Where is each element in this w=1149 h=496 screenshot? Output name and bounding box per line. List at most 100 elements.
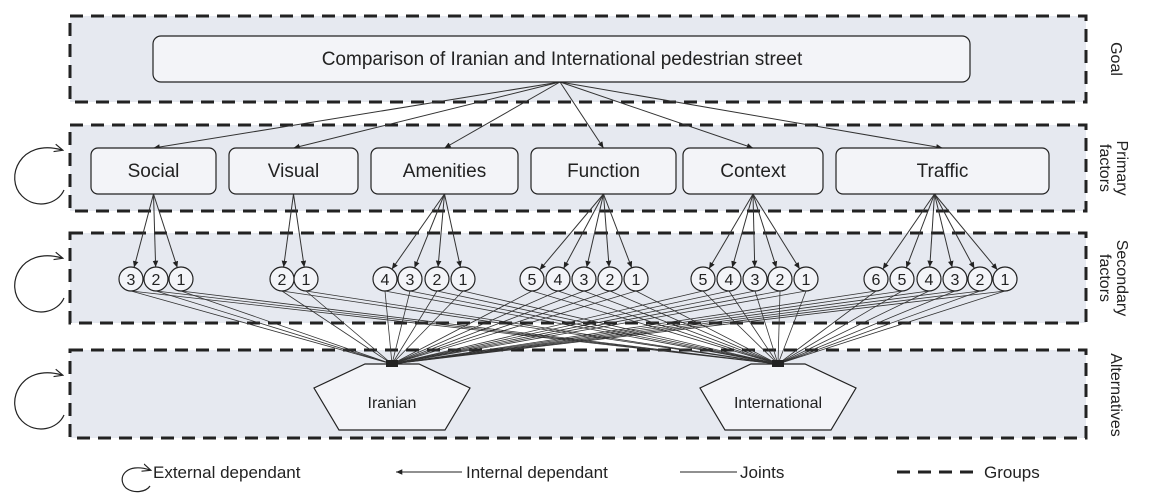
joint-line (391, 290, 464, 365)
goal-arrow-function (559, 81, 604, 149)
secondary-node-label: 2 (976, 272, 985, 289)
joint-line (391, 290, 730, 365)
goal-arrow-traffic (559, 81, 943, 150)
primary-to-secondary-arrow (414, 193, 445, 269)
legend-external-loop-icon (121, 468, 150, 493)
primary-to-secondary-arrow (927, 193, 935, 268)
secondary-node-function-3 (571, 266, 597, 292)
secondary-node-context-3 (742, 266, 768, 292)
primary-node-context (682, 147, 824, 195)
joint-line (391, 290, 611, 365)
joint-line (777, 290, 807, 365)
secondary-node-social-3 (118, 266, 144, 292)
joint-line (391, 290, 704, 365)
secondary-node-amenities-4 (372, 266, 398, 292)
secondary-group-border (68, 231, 1088, 325)
legend-internal-label: Internal dependant (466, 463, 608, 482)
alternatives-feedback-loop-icon (14, 373, 65, 430)
secondary-feedback-loop-icon (14, 256, 65, 313)
primary-node-label-traffic: Traffic (917, 161, 969, 182)
secondary-node-label: 1 (177, 272, 186, 289)
joint-line (281, 290, 779, 365)
joint-line (583, 290, 779, 365)
primary-to-secondary-arrow (152, 193, 159, 268)
secondary-node-label: 5 (898, 272, 907, 289)
joint-line (305, 290, 779, 365)
secondary-node-label: 2 (152, 272, 161, 289)
secondary-node-label: 4 (381, 272, 390, 289)
joint-line (436, 290, 779, 365)
primary-to-secondary-arrow (934, 193, 998, 271)
joint-line (409, 290, 779, 365)
legend-groups-label: Groups (984, 463, 1040, 482)
joint-line (155, 290, 393, 365)
primary-to-secondary-arrow (563, 193, 604, 269)
primary-node-label-social: Social (128, 161, 180, 182)
legend-external-label: External dependant (153, 463, 301, 482)
primary-to-secondary-arrow (603, 193, 612, 268)
goal-group-label: Goal (1107, 42, 1124, 76)
primary-to-secondary-arrow (585, 193, 604, 268)
goal-arrow-amenities (444, 81, 561, 149)
joint-line (777, 290, 956, 365)
primary-node-label-context: Context (720, 161, 786, 182)
primary-to-secondary-arrows (132, 193, 998, 271)
goal-arrow-social (153, 81, 561, 150)
secondary-node-label: 3 (751, 272, 760, 289)
primary-to-secondary-arrow (934, 193, 954, 268)
joint-line (391, 290, 438, 365)
secondary-node-traffic-5 (889, 266, 915, 292)
primary-to-secondary-arrow (281, 193, 294, 268)
alternative-joint-hub (772, 360, 784, 367)
secondary-group-label-line1: Secondary (1113, 240, 1130, 317)
goal-arrow-visual (293, 81, 561, 150)
secondary-node-traffic-3 (942, 266, 968, 292)
secondary-node-amenities-1 (450, 266, 476, 292)
joint-line (305, 290, 393, 365)
primary-node-visual (228, 147, 359, 195)
primary-to-secondary-arrow (153, 193, 179, 268)
alternatives-group-label: Alternatives (1107, 353, 1124, 437)
goal-node-label: Comparison of Iranian and International … (322, 49, 803, 70)
alternative-node-iranian (313, 363, 471, 431)
joint-line (391, 290, 981, 365)
joint-line (635, 290, 779, 365)
joint-line (391, 290, 411, 365)
secondary-node-label: 3 (951, 272, 960, 289)
primary-to-secondary-arrow (444, 193, 462, 268)
alternatives-group-border (68, 348, 1088, 440)
secondary-node-label: 4 (554, 272, 563, 289)
secondary-node-amenities-3 (397, 266, 423, 292)
secondary-node-label: 3 (580, 272, 589, 289)
secondary-node-context-1 (793, 266, 819, 292)
secondary-node-function-1 (623, 266, 649, 292)
secondary-node-traffic-6 (863, 266, 889, 292)
joint-line (391, 290, 781, 365)
secondary-group-label-line2: factors (1096, 254, 1113, 302)
secondary-node-label: 1 (302, 272, 311, 289)
primary-to-secondary-arrow (752, 193, 801, 270)
joint-line (130, 290, 779, 365)
goal-node (152, 35, 971, 83)
secondary-node-context-5 (690, 266, 716, 292)
secondary-node-label: 6 (872, 272, 881, 289)
secondary-node-label: 1 (632, 272, 641, 289)
primary-to-secondary-arrow (293, 193, 307, 268)
secondary-node-visual-1 (293, 266, 319, 292)
joint-line (777, 290, 981, 365)
secondary-node-label: 3 (406, 272, 415, 289)
secondary-node-amenities-2 (424, 266, 450, 292)
primary-node-label-function: Function (567, 161, 640, 182)
secondary-node-label: 4 (725, 272, 734, 289)
secondary-node-function-2 (597, 266, 623, 292)
primary-node-label-amenities: Amenities (403, 161, 486, 182)
secondary-node-label: 1 (459, 272, 468, 289)
joint-line (391, 290, 585, 365)
primary-node-social (90, 147, 217, 195)
secondary-node-label: 3 (127, 272, 136, 289)
joint-line (391, 290, 807, 365)
primary-node-function (530, 147, 677, 195)
alternative-node-label-iranian: Iranian (368, 395, 417, 412)
joint-line (391, 290, 903, 365)
